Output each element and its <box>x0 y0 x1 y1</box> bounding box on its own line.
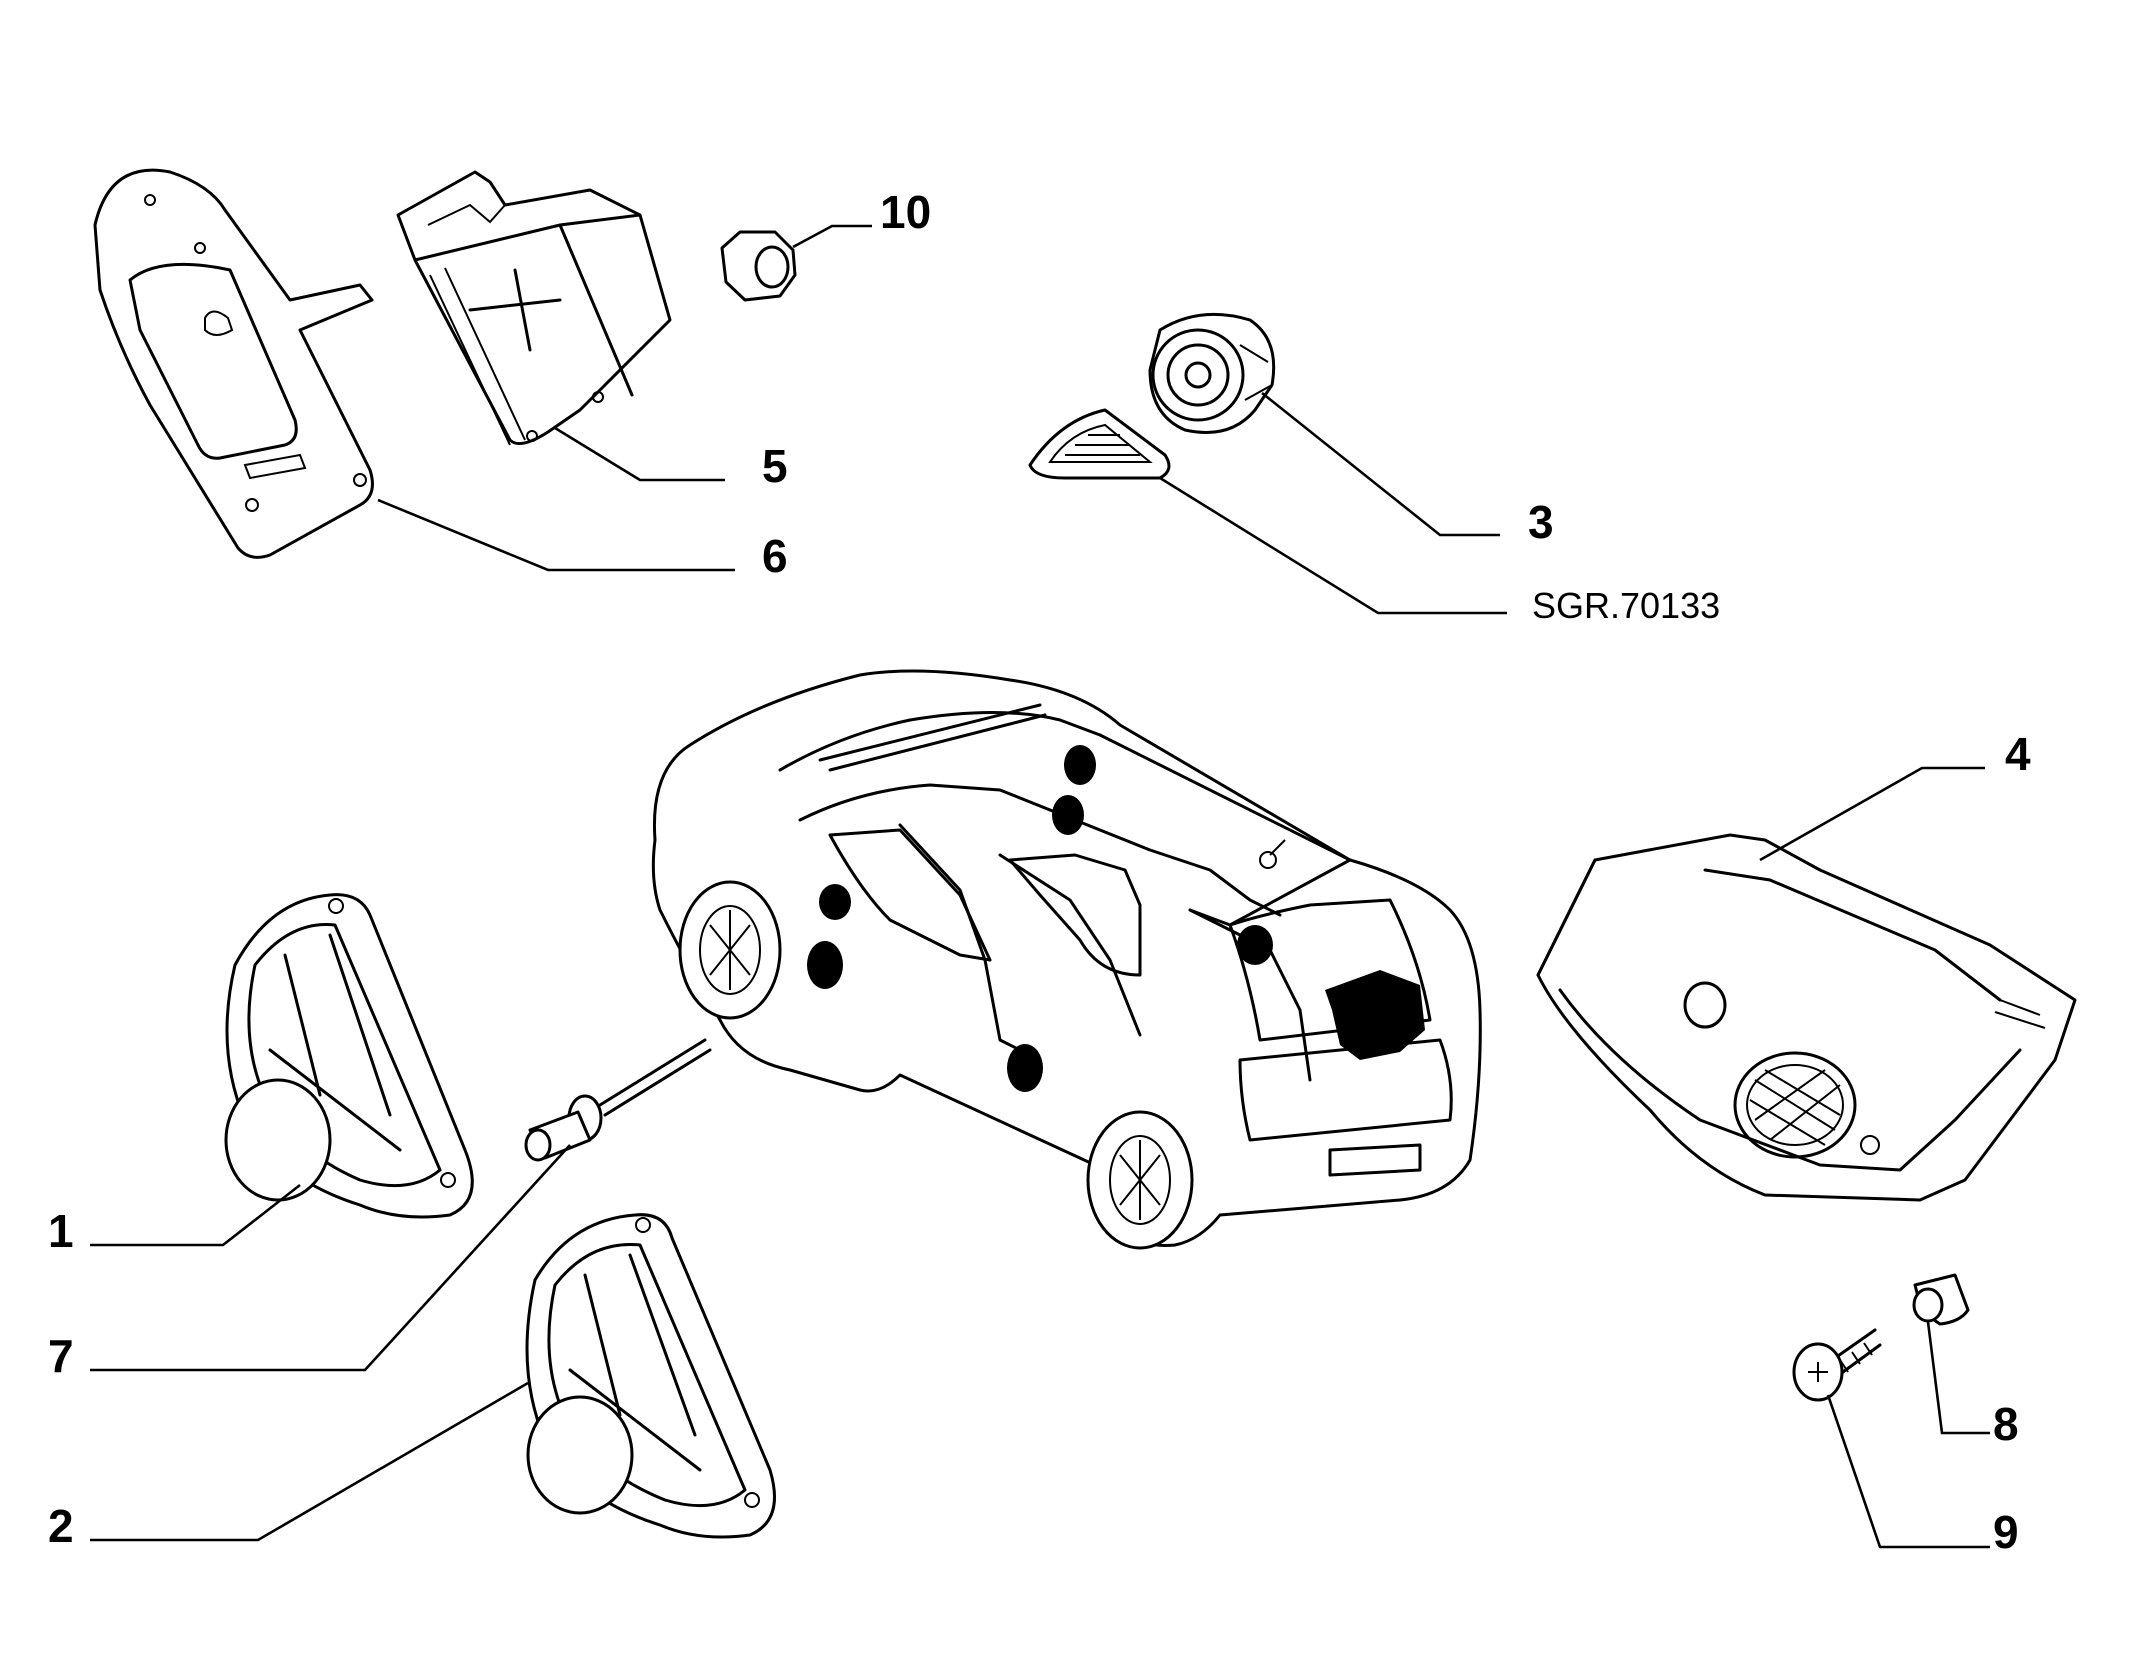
callout-10: 10 <box>880 186 931 238</box>
part-7-rivet <box>524 1038 712 1162</box>
leader-10 <box>792 224 872 249</box>
callout-9: 9 <box>1993 1506 2019 1558</box>
part-2-speaker <box>525 1213 776 1539</box>
leader-7 <box>90 1144 571 1372</box>
leader-8 <box>1926 1321 1990 1435</box>
vehicle-outline <box>651 669 1482 1250</box>
part-8-spacer <box>1912 1273 1970 1326</box>
speaker-locations <box>807 745 1425 1092</box>
part-3-tweeter <box>1148 312 1276 434</box>
leader-2 <box>90 1381 529 1542</box>
callout-3: 3 <box>1528 496 1554 548</box>
location-blob <box>1237 925 1273 965</box>
reference-code: SGR.70133 <box>1532 585 1720 626</box>
callout-8: 8 <box>1993 1398 2019 1450</box>
leader-5 <box>554 426 725 482</box>
leader-lines <box>90 224 1990 1549</box>
part-10-nut <box>720 230 797 302</box>
location-blob <box>807 941 843 989</box>
leader-4 <box>1759 766 1985 862</box>
tweeter-grille <box>1028 408 1171 480</box>
part-9-screw <box>1792 1328 1882 1402</box>
leader-6 <box>377 498 735 572</box>
leader-3 <box>1261 391 1500 537</box>
location-blob <box>1052 795 1084 835</box>
callout-4: 4 <box>2005 728 2031 780</box>
location-subwoofer-blob <box>1325 970 1425 1060</box>
leader-1 <box>90 1183 301 1247</box>
leader-9 <box>1826 1394 1990 1549</box>
callout-6: 6 <box>762 530 788 582</box>
callout-1: 1 <box>48 1205 74 1257</box>
leader-ref <box>1159 476 1507 615</box>
part-4-subwoofer-box <box>1536 833 2077 1202</box>
location-blob <box>819 884 851 920</box>
callout-5: 5 <box>762 440 788 492</box>
callout-labels: 1 2 3 4 5 6 7 8 9 10 SGR.70133 <box>48 186 2031 1558</box>
part-6-bracket <box>93 168 374 559</box>
callout-2: 2 <box>48 1500 74 1552</box>
part-1-speaker <box>224 893 474 1219</box>
part-5-control-unit <box>396 170 672 446</box>
location-blob <box>1064 745 1096 785</box>
callout-7: 7 <box>48 1330 74 1382</box>
location-blob <box>1007 1044 1043 1092</box>
